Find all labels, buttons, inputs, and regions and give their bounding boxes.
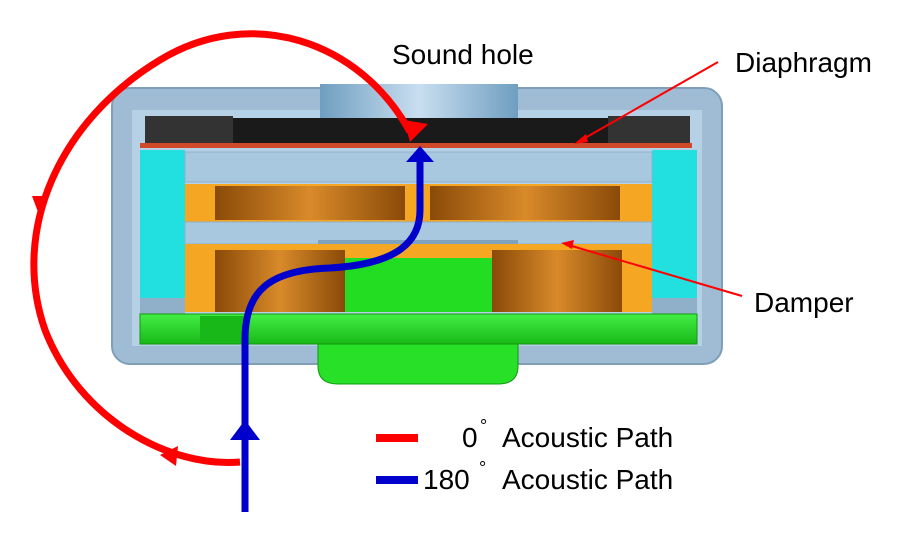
- damper-slot: [318, 240, 518, 246]
- bottom-bump: [317, 343, 519, 385]
- front-path-mid-arrow-bottom: [160, 446, 178, 466]
- diaphragm-pointer: [577, 61, 719, 143]
- front-path-arrowhead: [404, 120, 428, 142]
- sound-hole-label: Sound hole: [392, 39, 534, 70]
- diaphragm-membrane: [140, 143, 692, 148]
- magnet-assembly: [184, 184, 653, 312]
- magnet-upper-left: [215, 186, 405, 220]
- magnet-lower-right: [492, 250, 622, 312]
- sound-hole-port: [320, 84, 518, 120]
- legend-one-eighty-text: Acoustic Path: [502, 464, 673, 495]
- right-side-spacer: [652, 150, 697, 298]
- legend-zero-degree: °: [480, 416, 487, 436]
- one-eighty-degree-path: [230, 146, 434, 512]
- magnet-lower-left: [215, 250, 345, 312]
- legend-zero-number: 0: [462, 422, 478, 453]
- top-plate-right: [608, 116, 690, 144]
- legend-zero-text: Acoustic Path: [502, 422, 673, 453]
- magnet-upper-right: [430, 186, 620, 220]
- legend-swatch-zero: [376, 434, 418, 442]
- rear-path-arrowhead-bottom: [230, 420, 260, 440]
- board-port: [200, 316, 248, 342]
- legend-one-eighty-degree: °: [479, 458, 486, 478]
- legend-one-eighty-number: 180: [423, 464, 470, 495]
- rear-path-arrowhead-top: [406, 146, 434, 162]
- circuit-board: [139, 313, 698, 385]
- damper-label: Damper: [754, 287, 854, 318]
- damper-pointer: [564, 243, 743, 297]
- diaphragm-pointer-head: [574, 134, 588, 144]
- lower-frame-right: [652, 298, 697, 316]
- rear-acoustic-path-line: [241, 152, 424, 512]
- magnet-core: [345, 258, 492, 312]
- legend-swatch-one-eighty: [376, 476, 418, 484]
- annotation-pointers: [561, 61, 743, 297]
- left-side-spacer: [140, 150, 185, 298]
- lower-frame-left: [140, 298, 185, 316]
- front-path-mid-arrow-left: [32, 196, 46, 212]
- damper-pointer-head: [561, 240, 574, 249]
- zero-degree-path: [30, 30, 428, 466]
- legend: 0 ° Acoustic Path 180 ° Acoustic Path: [376, 416, 673, 495]
- front-acoustic-path-line: [30, 30, 414, 466]
- top-plate-left: [145, 116, 233, 144]
- diaphragm-label: Diaphragm: [735, 47, 872, 78]
